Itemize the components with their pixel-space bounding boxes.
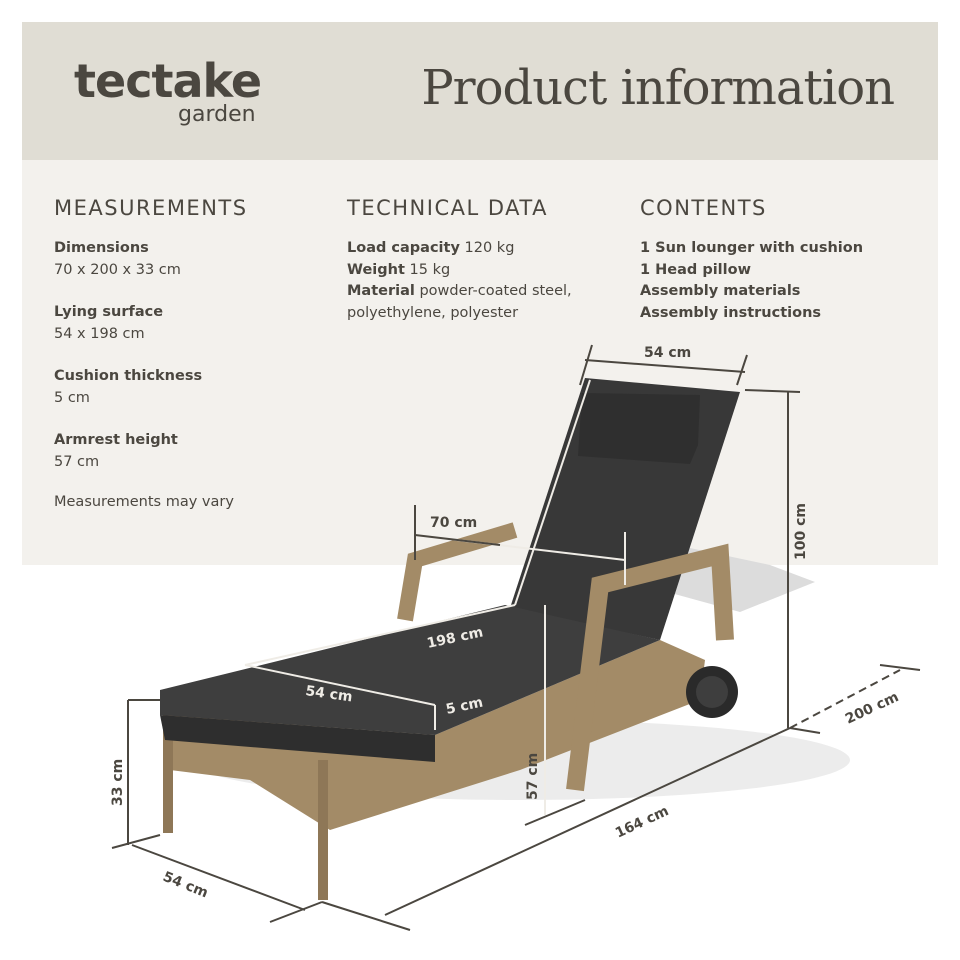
header-banner xyxy=(22,22,938,160)
contents-section: CONTENTS 1 Sun lounger with cushion 1 He… xyxy=(640,196,863,324)
tech-material-cont: polyethylene, polyester xyxy=(347,304,519,321)
label-lying-width: 54 cm xyxy=(304,683,353,705)
label-base-length: 164 cm xyxy=(613,803,671,842)
front-left-leg xyxy=(163,715,173,833)
label-cushion-thickness: 5 cm xyxy=(445,694,485,717)
measurement-dimensions: Dimensions 70 x 200 x 33 cm xyxy=(54,240,181,278)
tech-weight: Weight 15 kg xyxy=(347,261,451,278)
label-base-width: 54 cm xyxy=(161,869,211,902)
seat-cushion xyxy=(160,605,660,735)
armrest-left xyxy=(397,522,518,622)
measurements-note: Measurements may vary xyxy=(54,494,234,510)
contents-item: Assembly instructions xyxy=(640,304,822,321)
page-title: Product information xyxy=(421,60,895,116)
armrest-right xyxy=(566,543,734,792)
measurement-lying-surface: Lying surface 54 x 198 cm xyxy=(54,304,164,342)
label-armrest-height: 57 cm xyxy=(525,753,541,800)
tech-material: Material powder-coated steel, xyxy=(347,283,572,299)
front-right-leg xyxy=(318,760,328,900)
measurement-cushion-thickness: Cushion thickness 5 cm xyxy=(54,368,203,406)
tech-load-capacity: Load capacity 120 kg xyxy=(347,240,515,256)
brand-logo: tectake xyxy=(74,54,262,108)
technical-heading: TECHNICAL DATA xyxy=(347,196,548,220)
contents-item: Assembly materials xyxy=(640,283,801,299)
label-total-height: 100 cm xyxy=(793,503,809,560)
technical-section: TECHNICAL DATA Load capacity 120 kg Weig… xyxy=(347,196,572,324)
measurements-section: MEASUREMENTS Dimensions 70 x 200 x 33 cm… xyxy=(54,196,248,510)
measurement-armrest-height: Armrest height 57 cm xyxy=(54,432,178,470)
contents-heading: CONTENTS xyxy=(640,196,767,220)
measurements-heading: MEASUREMENTS xyxy=(54,196,248,220)
info-panel xyxy=(22,160,938,565)
label-seat-height: 33 cm xyxy=(110,759,126,806)
contents-item: 1 Head pillow xyxy=(640,261,751,278)
label-backrest-width: 54 cm xyxy=(644,345,691,361)
head-pillow xyxy=(578,393,700,464)
brand-logo-sub: garden xyxy=(178,102,256,127)
label-armrest-width: 70 cm xyxy=(430,515,477,531)
contents-item: 1 Sun lounger with cushion xyxy=(640,240,864,256)
